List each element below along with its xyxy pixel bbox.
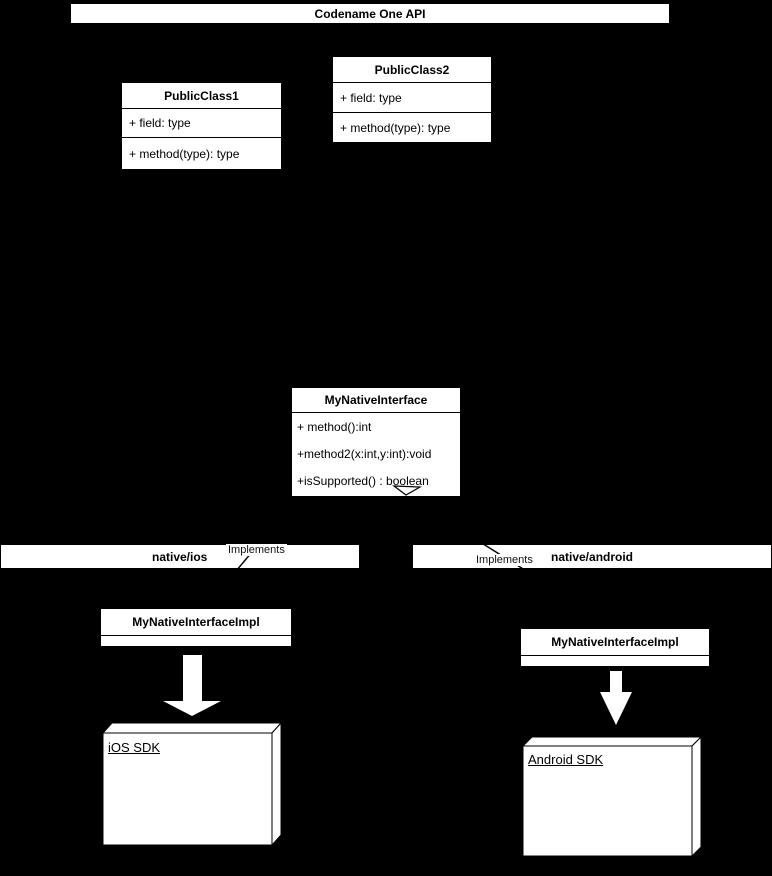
package-label-native-android: native/android [551, 550, 634, 564]
interface-method-row: + method():int [297, 419, 372, 434]
class-method-row: + method(type): type [129, 146, 240, 161]
impl-class-name: MyNativeInterfaceImpl [101, 609, 291, 636]
package-bar-native-android [412, 544, 772, 569]
implements-label-android: Implements [474, 554, 535, 566]
class-name: PublicClass1 [122, 83, 281, 109]
interface-box-mynativeinterface: MyNativeInterface + method():int +method… [291, 387, 461, 497]
interface-name: MyNativeInterface [292, 388, 460, 413]
class-method-row: + method(type): type [340, 120, 451, 135]
class-box-publicclass1: PublicClass1 + field: type + method(type… [121, 82, 282, 170]
down-arrow-icon-android [600, 671, 632, 725]
node-top-face [521, 736, 703, 747]
interface-method-row: +method2(x:int,y:int):void [297, 446, 432, 461]
api-system-bar: Codename One API [70, 3, 670, 24]
class-field-row: + field: type [122, 109, 281, 138]
sdk-label-android: Android SDK [528, 752, 604, 767]
node-side-face [271, 721, 282, 847]
impl-box-ios: MyNativeInterfaceImpl [100, 608, 292, 647]
implements-label-ios: Implements [226, 544, 287, 556]
class-name: PublicClass2 [333, 57, 491, 83]
impl-box-android: MyNativeInterfaceImpl [520, 628, 710, 667]
node-top-face [101, 722, 283, 734]
api-system-bar-label: Codename One API [314, 6, 426, 21]
interface-method-row: +isSupported() : boolean [297, 473, 429, 488]
node-side-face [691, 735, 702, 858]
class-box-publicclass2: PublicClass2 + field: type + method(type… [332, 56, 492, 143]
impl-class-name: MyNativeInterfaceImpl [521, 629, 709, 656]
down-arrow-icon-ios [163, 655, 221, 716]
class-field-row: + field: type [333, 83, 491, 113]
package-label-native-ios: native/ios [152, 550, 208, 564]
sdk-label-ios: iOS SDK [108, 740, 161, 755]
package-bar-native-ios [0, 544, 360, 569]
